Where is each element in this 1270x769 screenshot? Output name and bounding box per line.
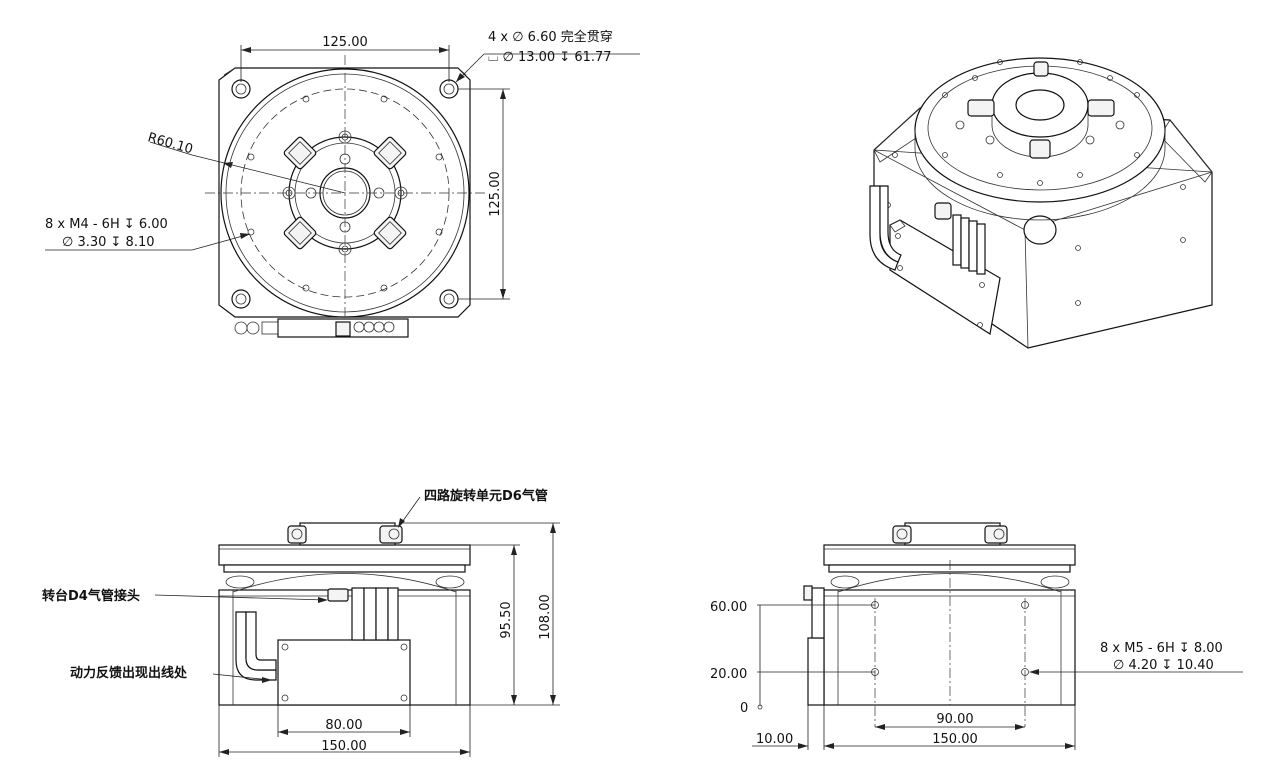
top-radius-label: R60.10 [146, 130, 195, 157]
side-thread-note-2: ∅ 4.20 ↧ 10.40 [1113, 658, 1214, 673]
label-d4-connector: 转台D4气管接头 [42, 588, 140, 604]
pneumatic-fittings [283, 136, 407, 250]
top-thread-note-1: 8 x M4 - 6H ↧ 6.00 [45, 217, 168, 232]
side-view: 60.00 20.00 0 8 x M5 - 6H ↧ 8.00 ∅ 4.20 … [710, 522, 1243, 750]
front-view: 转台D4气管接头 动力反馈出现出线处 四路旋转单元D6气管 95.50 108.… [42, 488, 560, 757]
front-dim-108: 108.00 [538, 594, 553, 640]
side-dim-10: 10.00 [756, 732, 793, 747]
top-view: 125.00 125.00 R60.10 4 x ∅ 6.60 完全贯穿 ⌴ ∅… [45, 29, 640, 338]
top-hole-note-2: ⌴ ∅ 13.00 ↧ 61.77 [488, 50, 612, 65]
side-thread-note-1: 8 x M5 - 6H ↧ 8.00 [1100, 641, 1223, 656]
side-dim-150: 150.00 [932, 732, 978, 747]
side-base-body [823, 589, 1076, 706]
m4-thread-holes [247, 95, 443, 292]
top-hole-note-1: 4 x ∅ 6.60 完全贯穿 [488, 29, 613, 45]
side-ord-60: 60.00 [710, 600, 747, 615]
label-d6-air-pipe: 四路旋转单元D6气管 [424, 488, 548, 504]
front-dim-95: 95.50 [499, 601, 514, 638]
top-dim-height: 125.00 [488, 171, 503, 217]
front-dim-80: 80.00 [325, 718, 362, 733]
side-dim-90: 90.00 [936, 712, 973, 727]
top-thread-note-2: ∅ 3.30 ↧ 8.10 [62, 235, 155, 250]
top-dim-width: 125.00 [322, 35, 368, 50]
top-view-connector-strip [234, 318, 409, 338]
side-ord-0: 0 [740, 701, 748, 716]
isometric-view [869, 57, 1213, 349]
label-cable-exit: 动力反馈出现出线处 [70, 665, 188, 681]
side-ord-20: 20.00 [710, 667, 747, 682]
front-dim-150: 150.00 [321, 739, 367, 754]
front-connector-box [277, 639, 411, 706]
